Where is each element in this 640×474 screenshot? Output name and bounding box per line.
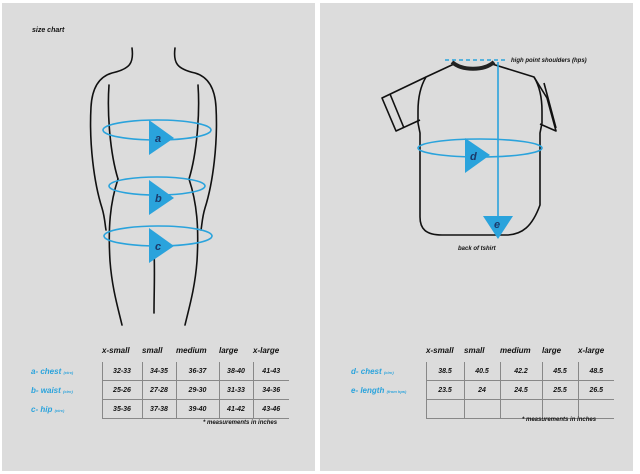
marker-b: b (155, 193, 162, 205)
table-cell: 35-36 (101, 399, 142, 419)
back-label: back of tshirt (458, 246, 497, 252)
row-label: d- chest (circ) (351, 366, 394, 376)
waist-arrow-icon (149, 180, 174, 215)
body-figure: a b c (89, 47, 218, 326)
table-cell: 26.5 (577, 380, 614, 400)
marker-d: d (470, 151, 477, 163)
table-cell (577, 399, 614, 419)
table-cell: 23.5 (425, 380, 464, 400)
hps-label: high point shoulders (hps) (511, 58, 587, 64)
shirt-size-table: x-small small medium large x-large d- ch… (350, 346, 614, 419)
table-cell: 24 (463, 380, 500, 400)
table-cell: 34-36 (252, 380, 289, 400)
right-sleeve (533, 76, 557, 132)
table-row: a- chest (circ) 32-33 34-35 36-37 38-40 … (30, 362, 289, 381)
table-cell: 32-33 (101, 362, 142, 381)
table-row: b- waist (circ) 25-26 27-28 29-30 31-33 … (30, 380, 289, 400)
body-size-table: x-small small medium large x-large a- ch… (30, 346, 289, 419)
left-sleeve (381, 76, 427, 132)
table-cell: 29-30 (175, 380, 219, 400)
shirt-chest-arrow-icon (465, 138, 490, 173)
measurement-note: * measurements in inches (203, 420, 278, 426)
row-label: e- length (from hps) (351, 385, 407, 395)
marker-c: c (155, 241, 161, 253)
col-header: small (142, 346, 163, 355)
chest-arrow-icon (149, 120, 174, 155)
collar (450, 60, 496, 71)
table-cell: 41-42 (218, 399, 253, 419)
table-cell: 24.5 (499, 380, 542, 400)
row-label: a- chest (circ) (31, 366, 74, 376)
col-header: large (219, 346, 239, 355)
body-right-outline (173, 47, 218, 231)
table-row: e- length (from hps) 23.5 24 24.5 25.5 2… (350, 380, 614, 400)
hip-arrow-icon (149, 228, 174, 263)
col-header: medium (176, 346, 207, 355)
col-header: x-small (102, 346, 130, 355)
table-header-row: x-small small medium large x-large (350, 346, 614, 362)
table-cell: 39-40 (175, 399, 219, 419)
body-left-outline (89, 47, 134, 231)
length-arrow-icon (483, 216, 513, 239)
table-row: d- chest (circ) 38.5 40.5 42.2 45.5 48.5 (350, 362, 614, 381)
table-cell (499, 399, 542, 419)
table-cell: 41-43 (252, 362, 289, 381)
row-label: b- waist (circ) (31, 385, 73, 395)
table-cell: 48.5 (577, 362, 614, 381)
table-cell: 37-38 (141, 399, 176, 419)
table-cell: 40.5 (463, 362, 500, 381)
col-header: x-large (253, 346, 280, 355)
table-cell: 42.2 (499, 362, 542, 381)
measurement-note: * measurements in inches (522, 417, 597, 423)
body-size-panel: size chart a b c (2, 3, 315, 471)
table-header-row: x-small small medium large x-large (30, 346, 289, 362)
marker-a: a (155, 133, 161, 145)
table-cell: 25-26 (101, 380, 142, 400)
shirt-figure: d e high point shoulders (hps) back of t… (381, 58, 587, 252)
col-header: large (542, 346, 562, 355)
col-header: x-small (426, 346, 454, 355)
row-label: c- hip (circ) (31, 404, 65, 414)
table-cell (541, 399, 578, 419)
table-cell: 34-35 (141, 362, 176, 381)
table-cell: 25.5 (541, 380, 578, 400)
table-cell: 38.5 (425, 362, 464, 381)
table-cell: 43-46 (252, 399, 289, 419)
table-cell (425, 399, 464, 419)
col-header: medium (500, 346, 531, 355)
table-cell: 27-28 (141, 380, 176, 400)
table-row: c- hip (circ) 35-36 37-38 39-40 41-42 43… (30, 399, 289, 419)
table-row (350, 399, 614, 419)
table-cell: 38-40 (218, 362, 253, 381)
table-cell: 45.5 (541, 362, 578, 381)
col-header: small (464, 346, 485, 355)
panel-title: size chart (32, 27, 65, 34)
col-header: x-large (578, 346, 605, 355)
table-cell: 31-33 (218, 380, 253, 400)
table-cell (463, 399, 500, 419)
table-cell: 36-37 (175, 362, 219, 381)
marker-e: e (494, 219, 500, 231)
shirt-size-panel: d e high point shoulders (hps) back of t… (320, 3, 633, 471)
row-label (350, 400, 426, 419)
